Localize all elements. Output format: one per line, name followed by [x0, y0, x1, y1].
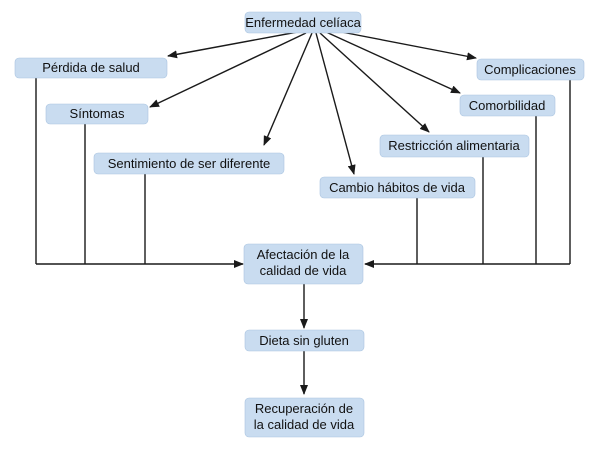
- edge-celiac-to-diet-restriction: [319, 32, 430, 133]
- node-label-line-2: la calidad de vida: [254, 417, 355, 432]
- node-label: Dieta sin gluten: [259, 333, 349, 348]
- node-feeling-different: Sentimiento de ser diferente: [93, 152, 285, 175]
- node-label: Complicaciones: [484, 62, 576, 77]
- node-diet-restriction: Restricción alimentaria: [379, 134, 530, 158]
- node-celiac-disease: Enfermedad celíaca: [244, 11, 362, 34]
- node-label-line-2: calidad de vida: [260, 263, 347, 278]
- node-label: Comorbilidad: [469, 98, 546, 113]
- node-gluten-free-diet: Dieta sin gluten: [244, 329, 365, 352]
- edge-celiac-to-comorbidity: [325, 31, 461, 94]
- node-label: Pérdida de salud: [42, 60, 140, 75]
- edge-celiac-to-lifestyle-change: [315, 32, 356, 175]
- node-comorbidity: Comorbilidad: [459, 94, 556, 117]
- node-label: Cambio hábitos de vida: [329, 180, 466, 195]
- edge-celiac-to-complications: [330, 29, 477, 61]
- edge-celiac-to-feeling-different: [263, 32, 313, 146]
- node-label: Enfermedad celíaca: [245, 15, 361, 30]
- node-symptoms: Síntomas: [45, 103, 149, 125]
- node-label: Sentimiento de ser diferente: [108, 156, 271, 171]
- node-qol-affected: Afectación de la calidad de vida: [243, 243, 364, 285]
- node-complications: Complicaciones: [476, 58, 585, 81]
- node-label: Restricción alimentaria: [388, 138, 520, 153]
- edge-celiac-to-symptoms: [149, 32, 307, 108]
- node-label: Síntomas: [70, 106, 125, 121]
- node-health-loss: Pérdida de salud: [14, 57, 168, 79]
- node-label-line-1: Afectación de la: [257, 247, 350, 262]
- node-label-line-1: Recuperación de: [255, 401, 353, 416]
- node-qol-recovery: Recuperación de la calidad de vida: [244, 397, 365, 438]
- node-lifestyle-change: Cambio hábitos de vida: [319, 176, 476, 199]
- edge-celiac-to-health-loss: [167, 30, 304, 59]
